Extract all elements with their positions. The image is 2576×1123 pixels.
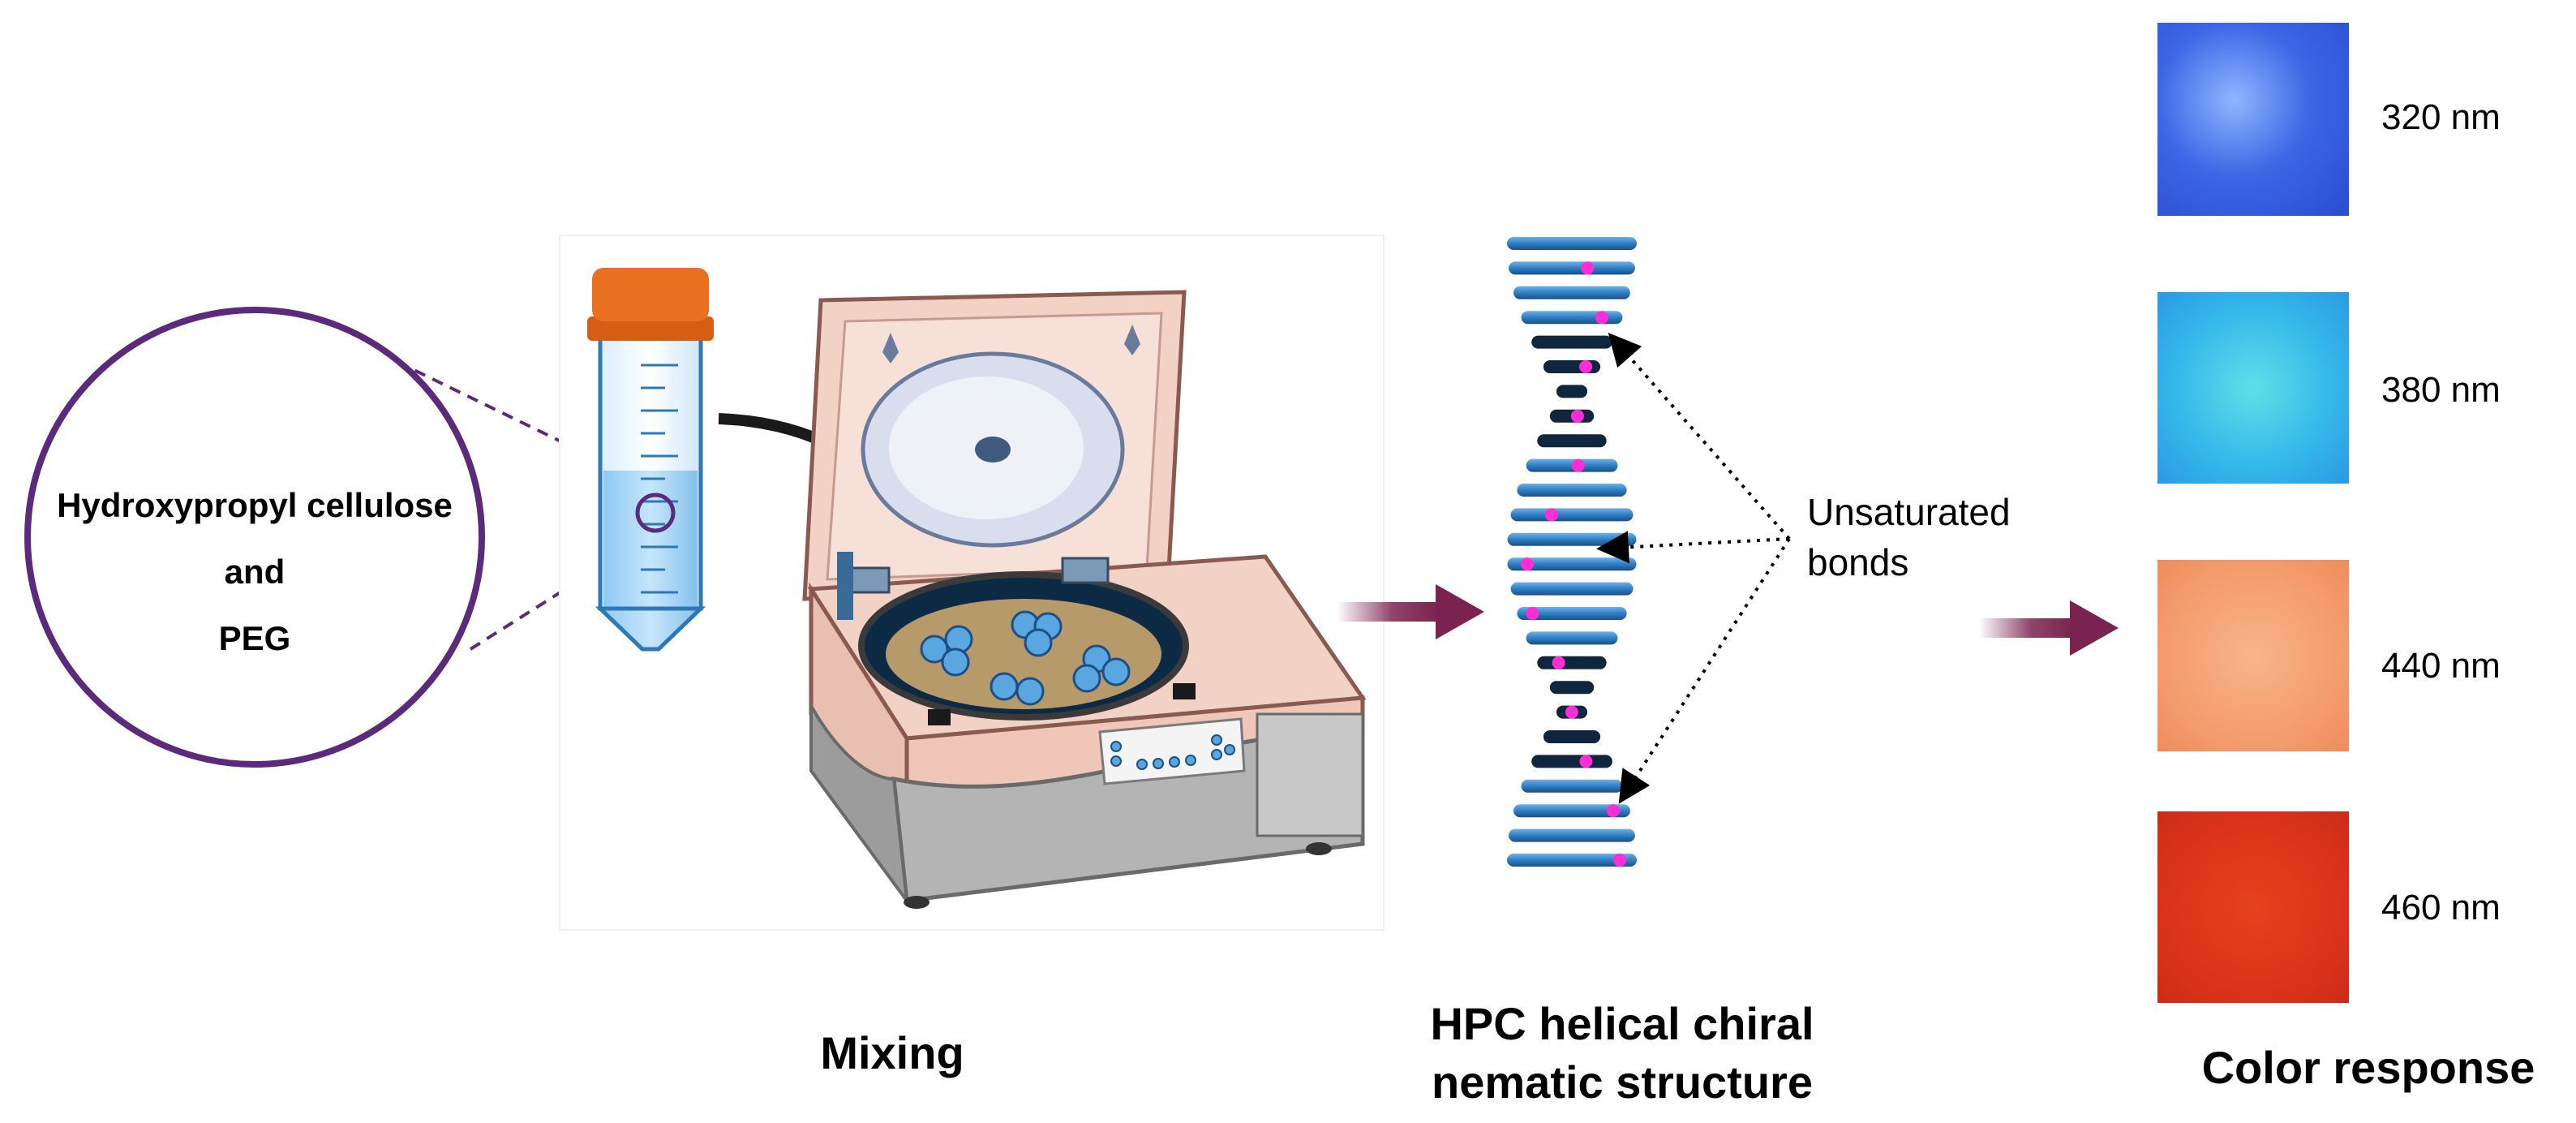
- unsaturated-bond-dot: [1613, 854, 1626, 867]
- helix-rod: [1537, 656, 1607, 669]
- arrow-to-color: [1979, 600, 2119, 656]
- structure-label: HPC helical chiral nematic structure: [1379, 995, 1865, 1112]
- unsaturated-bond-dot: [1606, 804, 1620, 818]
- arrow-to-structure: [1337, 584, 1484, 639]
- helix-rod: [1537, 434, 1607, 448]
- material-label: Hydroxypropyl cellulose and PEG: [28, 472, 482, 672]
- color-response-label: Color response: [2201, 1042, 2535, 1093]
- bond-pointers: [1596, 332, 1791, 804]
- helix-rod: [1510, 508, 1634, 522]
- helix-rod: [1531, 755, 1612, 768]
- helix-rod: [1507, 532, 1637, 546]
- unsaturated-bond-dot: [1579, 755, 1593, 768]
- unsaturated-bond-dot: [1552, 656, 1565, 669]
- bonds-label-line-2: bonds: [1807, 541, 1909, 583]
- helix-rod: [1531, 335, 1612, 349]
- helix-rod: [1507, 237, 1637, 250]
- material-circle: [24, 307, 485, 768]
- helix-rod: [1521, 779, 1623, 793]
- falcon-tube: [587, 268, 714, 652]
- swatch-label-440: 440 nm: [2381, 646, 2501, 686]
- swatch-440: [2157, 560, 2349, 751]
- unsaturated-bond-dot: [1595, 311, 1608, 325]
- centrifuge: [802, 290, 1367, 909]
- helix-rod: [1509, 261, 1635, 275]
- unsaturated-bond-dot: [1570, 409, 1584, 423]
- swatch-label-380: 380 nm: [2381, 370, 2501, 410]
- helix-rod: [1513, 286, 1630, 299]
- helix-rod: [1556, 385, 1588, 398]
- unsaturated-bonds-label: Unsaturated bonds: [1807, 487, 2011, 587]
- material-line-3: PEG: [218, 619, 291, 657]
- color-swatches: [2157, 23, 2349, 1003]
- unsaturated-bond-dot: [1526, 607, 1539, 620]
- helix-rod: [1509, 828, 1635, 842]
- swatch-320: [2157, 23, 2349, 216]
- mixing-label: Mixing: [820, 1027, 964, 1078]
- helix-rod: [1517, 607, 1627, 620]
- unsaturated-bond-dot: [1571, 458, 1585, 472]
- unsaturated-bond-dot: [1565, 705, 1578, 719]
- swatch-460: [2157, 811, 2349, 1003]
- helical-structure: [1507, 237, 1637, 867]
- helix-rod: [1517, 484, 1627, 497]
- swatch-380: [2157, 292, 2349, 484]
- swatch-label-460: 460 nm: [2381, 888, 2501, 927]
- unsaturated-bond-dot: [1521, 557, 1534, 571]
- helix-rod: [1543, 730, 1601, 743]
- helix-rod: [1526, 631, 1618, 645]
- structure-label-line-1: HPC helical chiral: [1430, 998, 1814, 1049]
- material-line-2: and: [224, 553, 286, 591]
- structure-label-line-2: nematic structure: [1432, 1056, 1813, 1108]
- material-line-1: Hydroxypropyl cellulose: [57, 486, 453, 524]
- helix-rod: [1549, 681, 1595, 695]
- helix-rod: [1507, 854, 1637, 867]
- helix-rod: [1513, 804, 1630, 818]
- unsaturated-bond-dot: [1581, 261, 1595, 275]
- helix-rod: [1510, 582, 1634, 596]
- unsaturated-bond-dot: [1544, 508, 1558, 522]
- bonds-label-line-1: Unsaturated: [1807, 491, 2011, 533]
- unsaturated-bond-dot: [1579, 360, 1593, 373]
- swatch-label-320: 320 nm: [2381, 97, 2501, 137]
